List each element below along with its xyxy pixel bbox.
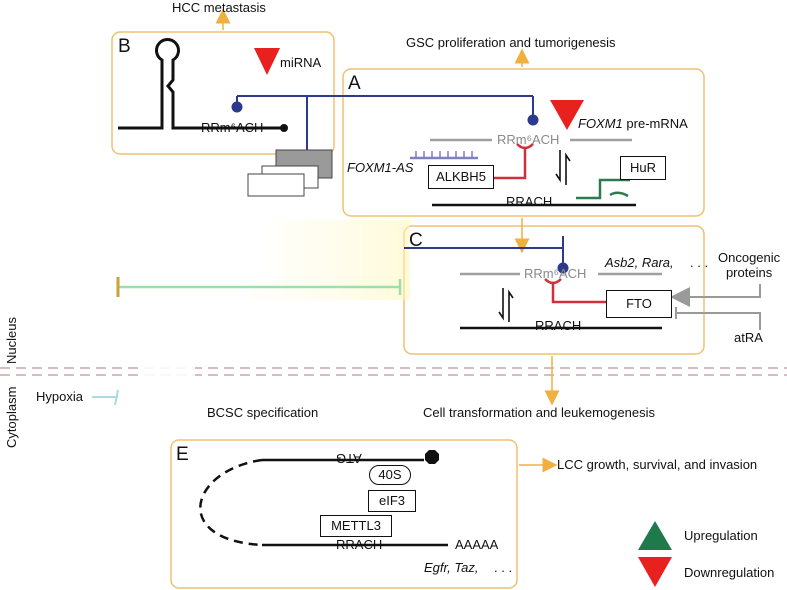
transformation-outcome-label: Cell transformation and leukemogenesis: [423, 405, 655, 420]
bcsc-inhibition-line: [116, 277, 402, 297]
hur-binding: [576, 178, 630, 200]
lcc-outcome-label: LCC growth, survival, and invasion: [557, 457, 758, 472]
oncogenic-activation-arrow: [670, 284, 761, 307]
hcc-outcome-label: HCC metastasis: [172, 0, 266, 15]
panel-c-letter: C: [409, 230, 423, 251]
panel-a-methylated-motif: RRm⁶ACH: [497, 132, 560, 147]
ribosome-40s: 40S: [369, 465, 411, 485]
mirna-down-triangle: [254, 48, 280, 75]
foxm1-down-triangle: [550, 100, 584, 130]
oncogenic-proteins-label: Oncogenic proteins: [718, 250, 781, 280]
mettl3-box: METTL3: [320, 515, 392, 537]
cytoplasm-label: Cytoplasm: [4, 386, 19, 448]
nucleus-label: Nucleus: [4, 317, 19, 364]
panel-e-targets-ellipsis: . . .: [494, 560, 513, 575]
panel-b-box: [111, 31, 335, 155]
reader-dot-a: [527, 114, 539, 126]
panel-c-equilibrium-arrows: [498, 288, 514, 322]
blurred-region-1: [118, 182, 278, 282]
bcsc-outcome-label: BCSC specification: [207, 405, 319, 420]
panel-c-methylated-motif: RRm⁶ACH: [524, 266, 587, 281]
panel-e-targets: Egfr, Taz,: [424, 560, 479, 575]
legend-up-triangle: [638, 521, 672, 550]
mirna-label: miRNA: [280, 55, 322, 70]
foxm1-as-strand: [410, 151, 478, 160]
panel-e-letter: E: [176, 444, 189, 465]
hypoxia-bar: [114, 389, 119, 406]
hypoxia-label: Hypoxia: [36, 389, 83, 404]
panel-e-box: [170, 439, 518, 589]
atg-label: ATG: [336, 451, 362, 466]
nuclear-membrane: [0, 367, 787, 376]
panel-a-letter: A: [348, 73, 361, 94]
m6a-reader-line: [236, 95, 534, 150]
panel-b-motif: RRm⁶ACH: [201, 120, 264, 135]
fto-inhibition: [544, 278, 606, 304]
legend-down-triangle: [638, 557, 672, 587]
foxm1-gene: FOXM1: [578, 116, 623, 131]
reader-dot-c: [557, 262, 569, 274]
legend-down-label: Downregulation: [684, 565, 775, 580]
panel-c-targets-ellipsis: . . .: [690, 255, 709, 270]
mirna-end-dot: [280, 124, 288, 132]
panel-b-letter: B: [118, 36, 131, 57]
reader-dot-b: [231, 101, 243, 113]
foxm1-label: FOXM1 pre-mRNA: [578, 116, 688, 131]
panel-c-motif: RRACH: [535, 318, 582, 333]
highlight-glow: [250, 220, 410, 300]
polya-tail: AAAAA: [455, 537, 499, 552]
foxm1-as-label: FOXM1-AS: [347, 160, 414, 175]
cap-octagon: [425, 450, 439, 464]
blurred-region-2: [140, 345, 195, 395]
hur-box: HuR: [620, 156, 666, 180]
atra-label: atRA: [734, 330, 763, 345]
gsc-outcome-label: GSC proliferation and tumorigenesis: [406, 35, 616, 50]
mrna-loop: [199, 458, 263, 547]
fto-box: FTO: [606, 290, 672, 318]
alkbh5-box: ALKBH5: [428, 165, 494, 189]
mirna-hairpin: [118, 38, 282, 130]
panel-c-targets: Asb2, Rara,: [605, 255, 674, 270]
panel-a-motif: RRACH: [506, 194, 553, 209]
foxm1-suffix: pre-mRNA: [622, 116, 688, 131]
panel-a-equilibrium-arrows: [555, 150, 571, 185]
panel-c-reader-line: [404, 236, 564, 268]
eif3-box: eIF3: [368, 490, 416, 512]
gray-stack-front: [247, 173, 305, 197]
atra-inhibition-line: [675, 307, 761, 330]
panel-e-motif: RRACH: [336, 537, 383, 552]
panel-a-box: [342, 68, 705, 217]
legend-up-label: Upregulation: [684, 528, 758, 543]
